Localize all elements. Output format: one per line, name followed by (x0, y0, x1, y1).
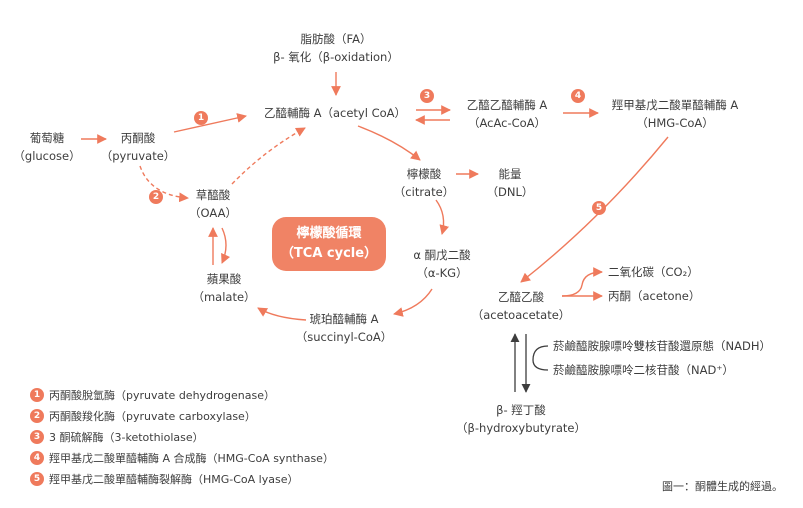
arrow-oaa-malate (221, 227, 231, 264)
node-dnl: 能量 （DNL） (487, 165, 534, 201)
hmg-coa-line2: （HMG-CoA） (636, 116, 714, 130)
citrate-line1: 檸檬酸 (406, 167, 442, 181)
fa-line1: 脂肪酸（FA） (300, 32, 372, 46)
node-fa: 脂肪酸（FA） β- 氧化（β-oxidation） (273, 30, 399, 66)
legend-number: 2 (30, 409, 44, 423)
succinyl-line1: 琥珀醯輔酶 A (309, 312, 379, 326)
dnl-line1: 能量 (498, 167, 522, 181)
tca-line1: 檸檬酸循環 (296, 226, 362, 241)
node-akg: α 酮戊二酸 （α-KG） (413, 246, 470, 282)
akg-line1: α 酮戊二酸 (413, 248, 471, 262)
step-marker-1: 1 (194, 111, 208, 125)
pyruvate-line2: （pyruvate） (100, 149, 176, 163)
figure-caption: 圖一：酮體生成的經過。 (662, 480, 783, 493)
node-nadh: 菸鹼醯胺腺嘌呤雙核苷酸還原態（NADH） (553, 339, 771, 353)
arrow-acetylcoa-citrate (357, 125, 421, 161)
legend-text: 丙酮酸脫氫酶（pyruvate dehydrogenase） (49, 389, 275, 402)
glucose-line2: （glucose） (13, 149, 81, 163)
acetoacetate-line1: 乙醯乙酸 (497, 290, 544, 304)
bhb-line2: （β-hydroxybutyrate） (456, 421, 586, 435)
arrow-oaa-acetylcoa (231, 127, 306, 185)
node-malate: 蘋果酸 （malate） (192, 270, 255, 306)
enzyme-legend: 1 丙酮酸脫氫酶（pyruvate dehydrogenase） 2 丙酮酸羧化酶（… (30, 385, 334, 490)
node-acac-coa: 乙醯乙醯輔酶 A （AcAc-CoA） (467, 96, 548, 132)
arrow-acetoacetate-co2 (561, 267, 603, 297)
legend-text: 羥甲基戊二酸單醯輔酶裂解酶（HMG-CoA lyase） (49, 473, 299, 486)
succinyl-line2: （succinyl-CoA） (295, 330, 393, 344)
node-acetyl-coa: 乙醯輔酶 A（acetyl CoA） (264, 104, 406, 122)
nadh-connector (532, 345, 549, 361)
tca-cycle-box: 檸檬酸循環 （TCA cycle） (272, 217, 386, 271)
legend-item: 4 羥甲基戊二酸單醯輔酶 A 合成酶（HMG-CoA synthase） (30, 448, 334, 469)
arrow-pyruvate-oaa (139, 165, 189, 203)
step-marker-2: 2 (149, 190, 163, 204)
arrow-citrate-akg (435, 199, 449, 235)
arrow-akg-succinyl (393, 288, 433, 317)
legend-item: 2 丙酮酸羧化酶（pyruvate carboxylase） (30, 406, 334, 427)
step-marker-5: 5 (592, 201, 606, 215)
bhb-line1: β- 羥丁酸 (496, 403, 546, 417)
legend-text: 羥甲基戊二酸單醯輔酶 A 合成酶（HMG-CoA synthase） (49, 452, 334, 465)
arrow-pyruvate-acetylcoa (173, 113, 247, 133)
oaa-line2: （OAA） (189, 206, 237, 220)
dnl-line2: （DNL） (486, 185, 534, 199)
tca-line2: （TCA cycle） (280, 246, 378, 261)
node-citrate: 檸檬酸 （citrate） (394, 165, 454, 201)
fa-line2: β- 氧化（β-oxidation） (273, 50, 399, 64)
pyruvate-line1: 丙酮酸 (120, 131, 156, 145)
acac-coa-line1: 乙醯乙醯輔酶 A (466, 98, 548, 112)
legend-item: 3 3 酮硫解酶（3-ketothiolase） (30, 427, 334, 448)
legend-text: 3 酮硫解酶（3-ketothiolase） (49, 431, 204, 444)
citrate-line2: （citrate） (393, 185, 455, 199)
legend-number: 1 (30, 388, 44, 402)
legend-item: 1 丙酮酸脫氫酶（pyruvate dehydrogenase） (30, 385, 334, 406)
legend-item: 5 羥甲基戊二酸單醯輔酶裂解酶（HMG-CoA lyase） (30, 469, 334, 490)
nad-connector (532, 359, 549, 371)
node-oaa: 草醯酸 （OAA） (189, 186, 237, 222)
node-pyruvate: 丙酮酸 （pyruvate） (101, 129, 176, 165)
akg-line2: （α-KG） (416, 266, 468, 280)
legend-number: 3 (30, 430, 44, 444)
acetyl-coa-line1: 乙醯輔酶 A（acetyl CoA） (263, 106, 407, 120)
malate-line1: 蘋果酸 (206, 272, 242, 286)
step-marker-4: 4 (571, 89, 585, 103)
glucose-line1: 葡萄糖 (29, 131, 65, 145)
node-bhb: β- 羥丁酸 （β-hydroxybutyrate） (456, 401, 586, 437)
arrow-succinyl-malate (257, 307, 307, 321)
node-acetone: 丙酮（acetone） (608, 289, 701, 303)
acetoacetate-line2: （acetoacetate） (471, 308, 571, 322)
node-succinyl: 琥珀醯輔酶 A （succinyl-CoA） (296, 310, 393, 346)
legend-number: 5 (30, 472, 44, 486)
node-hmg-coa: 羥甲基戊二酸單醯輔酶 A （HMG-CoA） (612, 96, 739, 132)
node-acetoacetate: 乙醯乙酸 （acetoacetate） (472, 288, 571, 324)
oaa-line1: 草醯酸 (195, 188, 231, 202)
node-glucose: 葡萄糖 （glucose） (13, 129, 80, 165)
node-nad: 菸鹼醯胺腺嘌呤二核苷酸（NAD⁺） (553, 363, 734, 377)
acac-coa-line2: （AcAc-CoA） (467, 116, 547, 130)
hmg-coa-line1: 羥甲基戊二酸單醯輔酶 A (611, 98, 739, 112)
malate-line2: （malate） (192, 290, 256, 304)
legend-number: 4 (30, 451, 44, 465)
step-marker-3: 3 (420, 89, 434, 103)
node-co2: 二氧化碳（CO₂） (608, 265, 699, 279)
legend-text: 丙酮酸羧化酶（pyruvate carboxylase） (49, 410, 256, 423)
